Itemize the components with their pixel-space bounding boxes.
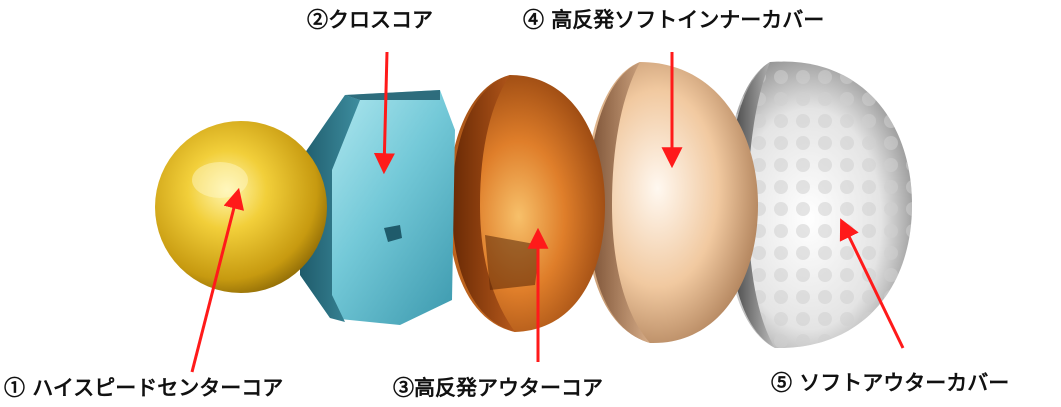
arrow-outer-cover (839, 218, 905, 349)
outer-cover-shell (725, 61, 912, 349)
label-outer-cover: ⑤ ソフトアウターカバー (771, 370, 1010, 395)
label-center-core: ① ハイスピードセンターコア (4, 375, 284, 400)
outer-core-shell (448, 75, 605, 332)
label-inner-cover: ④ 高反発ソフトインナーカバー (523, 7, 825, 32)
center-core-sphere (155, 121, 327, 293)
label-cross-core: ②クロスコア (307, 7, 433, 32)
label-outer-core: ③高反発アウターコア (393, 375, 603, 400)
arrow-cross-core (373, 51, 395, 175)
cross-core-shell (300, 90, 455, 325)
inner-cover-shell (585, 62, 758, 344)
arrow-center-core (190, 187, 245, 373)
